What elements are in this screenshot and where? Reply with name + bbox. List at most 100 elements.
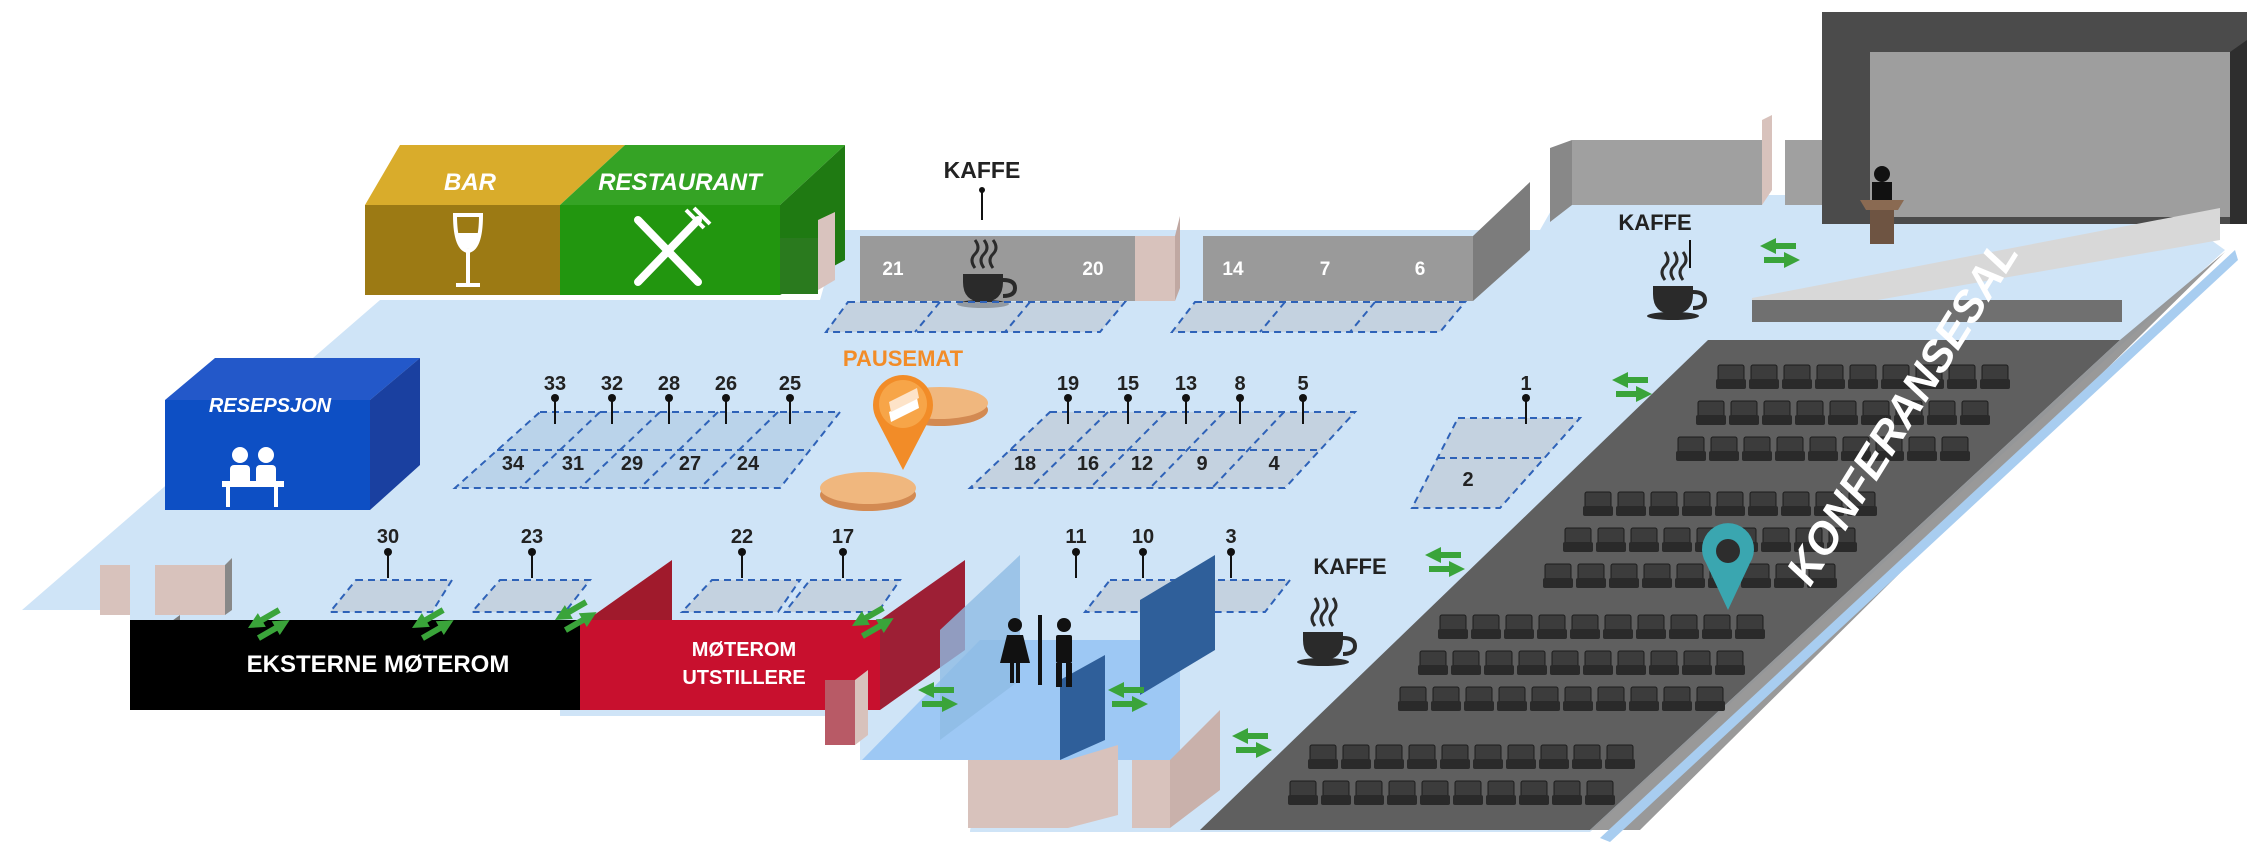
seat <box>1714 491 1746 517</box>
seat <box>1741 436 1773 462</box>
booth-2-label: 2 <box>1462 469 1473 491</box>
seat <box>1595 527 1627 553</box>
booth-22-label: 22 <box>731 526 753 548</box>
seat <box>1959 400 1991 426</box>
booth-row-2-front: 18 16 12 9 4 <box>1014 453 1281 475</box>
seat <box>1571 744 1603 770</box>
seat <box>1551 780 1583 806</box>
exhibitor-room-label-line1: MØTEROM <box>692 639 796 661</box>
seat <box>1674 563 1706 589</box>
booth-15-label: 15 <box>1117 373 1139 395</box>
seat <box>1602 614 1634 640</box>
exhibitor-meeting-room[interactable]: MØTEROM UTSTILLERE <box>580 560 965 745</box>
seat <box>1641 563 1673 589</box>
seat <box>1529 686 1561 712</box>
booth-16-label: 16 <box>1077 453 1099 475</box>
seat <box>1760 527 1792 553</box>
booth-block-2 <box>967 411 1358 489</box>
seat <box>1675 436 1707 462</box>
seat <box>1615 650 1647 676</box>
seat <box>1747 491 1779 517</box>
pausemat-area[interactable]: PAUSEMAT <box>820 346 988 511</box>
booth-12-label: 12 <box>1131 453 1153 475</box>
seat <box>1470 614 1502 640</box>
seat <box>1518 780 1550 806</box>
booth-20-label: 20 <box>1082 259 1103 280</box>
booth-32-label: 32 <box>601 373 623 395</box>
seat <box>1701 614 1733 640</box>
seat <box>1542 563 1574 589</box>
seat <box>1584 780 1616 806</box>
booth-18-label: 18 <box>1014 453 1036 475</box>
seat <box>1708 436 1740 462</box>
seat <box>1979 364 2011 390</box>
booth-block-3: 1 2 <box>1410 373 1583 509</box>
booth-17-label: 17 <box>832 526 854 548</box>
seat <box>1582 491 1614 517</box>
cutlery-icon <box>634 206 712 286</box>
booth-28-label: 28 <box>658 373 680 395</box>
seat <box>1575 563 1607 589</box>
seat <box>1485 780 1517 806</box>
booth-14-label: 14 <box>1222 259 1244 280</box>
seat <box>1439 744 1471 770</box>
seat <box>1307 744 1339 770</box>
seat <box>1827 400 1859 426</box>
seat <box>1450 650 1482 676</box>
seat <box>1681 650 1713 676</box>
seat <box>1794 400 1826 426</box>
coffee-bottom-label: KAFFE <box>1313 554 1386 579</box>
seat <box>1847 364 1879 390</box>
seat <box>1538 744 1570 770</box>
bottom-doors <box>968 710 1220 828</box>
external-meeting-rooms[interactable]: EKSTERNE MØTEROM <box>100 558 580 710</box>
restrooms[interactable] <box>862 555 1215 760</box>
booth-10-label: 10 <box>1132 526 1154 548</box>
bar-area[interactable]: BAR <box>365 145 625 295</box>
seat <box>1694 686 1726 712</box>
seat <box>1628 527 1660 553</box>
booth-31-label: 31 <box>562 453 584 475</box>
seat <box>1437 614 1469 640</box>
booth-row-1-back: 33 32 28 26 25 <box>544 373 801 425</box>
exhibitor-room-label-line2: UTSTILLERE <box>682 667 805 689</box>
seat <box>1628 686 1660 712</box>
seat <box>1320 780 1352 806</box>
food-location-pin-icon <box>873 375 933 470</box>
booth-8-label: 8 <box>1234 373 1245 395</box>
booth-6-label: 6 <box>1415 259 1426 280</box>
seat <box>1807 436 1839 462</box>
seat <box>1814 364 1846 390</box>
booth-33-label: 33 <box>544 373 566 395</box>
seat <box>1734 614 1766 640</box>
booth-7-label: 7 <box>1320 259 1331 280</box>
seat <box>1681 491 1713 517</box>
seat <box>1340 744 1372 770</box>
seat <box>1505 744 1537 770</box>
booth-block-4 <box>327 579 1293 613</box>
seat <box>1406 744 1438 770</box>
seat <box>1549 650 1581 676</box>
booth-row-2-back: 19 15 13 8 5 <box>1057 373 1309 425</box>
booth-21-label: 21 <box>882 259 904 280</box>
podium-speaker-icon <box>1860 166 1904 244</box>
restaurant-door <box>780 238 818 294</box>
booth-3-label: 3 <box>1225 526 1236 548</box>
seat <box>1661 527 1693 553</box>
reception-desk[interactable]: RESEPSJON <box>165 358 420 510</box>
booth-25-label: 25 <box>779 373 801 395</box>
seat <box>1472 744 1504 770</box>
seat <box>1386 780 1418 806</box>
reception-staff-icon <box>222 447 284 507</box>
booth-row-bottom: 30 23 22 17 11 10 3 <box>377 526 1237 579</box>
seat <box>1463 686 1495 712</box>
seat <box>1774 436 1806 462</box>
seat <box>1483 650 1515 676</box>
seat <box>1728 400 1760 426</box>
seat <box>1419 780 1451 806</box>
wall-block-left <box>860 216 1180 301</box>
coffee-top-label: KAFFE <box>944 157 1021 183</box>
stage <box>1752 12 2247 322</box>
booth-26-label: 26 <box>715 373 737 395</box>
